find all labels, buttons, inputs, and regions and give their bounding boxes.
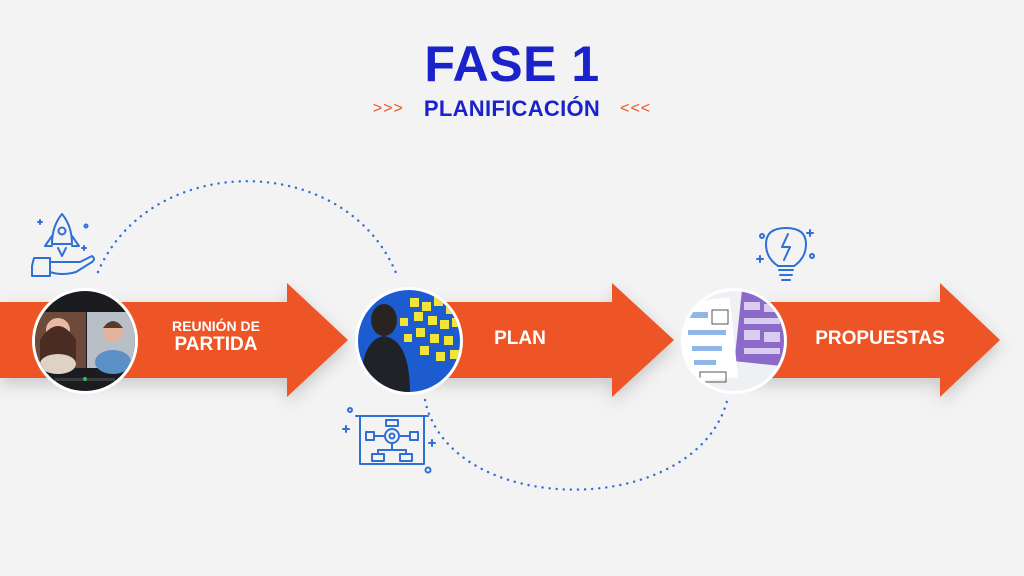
rocket-hand-icon: [31, 213, 95, 277]
arrow-step-2: [430, 283, 674, 397]
video-call-photo: [32, 288, 138, 394]
page-title: FASE 1: [424, 36, 600, 92]
step-3-label: PROPUESTAS: [815, 328, 945, 349]
step-2-label: PLAN: [494, 328, 546, 349]
chevron-right-decoration: >>>: [372, 100, 404, 117]
step-1-label-main: PARTIDA: [174, 334, 258, 355]
flowchart-blueprint-icon: [342, 407, 436, 474]
lightbulb-icon: [756, 227, 815, 281]
step-1-label-top: REUNIÓN DE: [172, 318, 260, 334]
arrow-step-3: [755, 283, 1000, 397]
step-1-label: REUNIÓN DE PARTIDA: [150, 318, 282, 356]
dotted-arc-bottom: [423, 395, 730, 491]
subtitle-row: >>> PLANIFICACIÓN <<<: [0, 96, 1024, 122]
chevron-left-decoration: <<<: [620, 100, 652, 117]
sticky-notes-wall-photo: [355, 287, 463, 395]
dotted-arc-top: [96, 180, 400, 280]
page-subtitle: PLANIFICACIÓN: [423, 96, 601, 121]
wireframe-sketches-photo: [681, 288, 787, 394]
